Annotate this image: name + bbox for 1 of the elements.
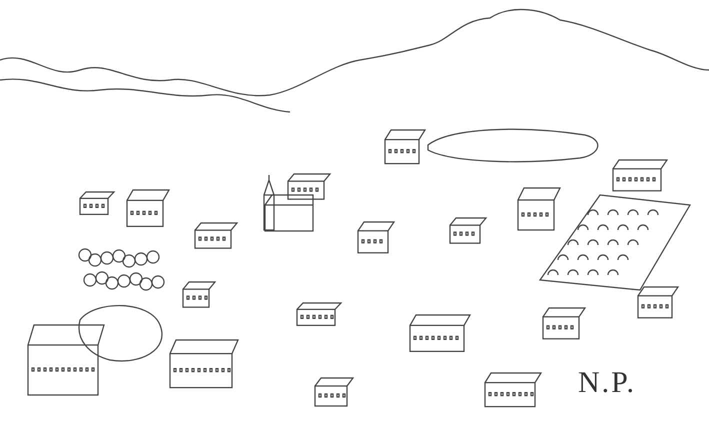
signature-initials: N.P. [578,366,636,400]
